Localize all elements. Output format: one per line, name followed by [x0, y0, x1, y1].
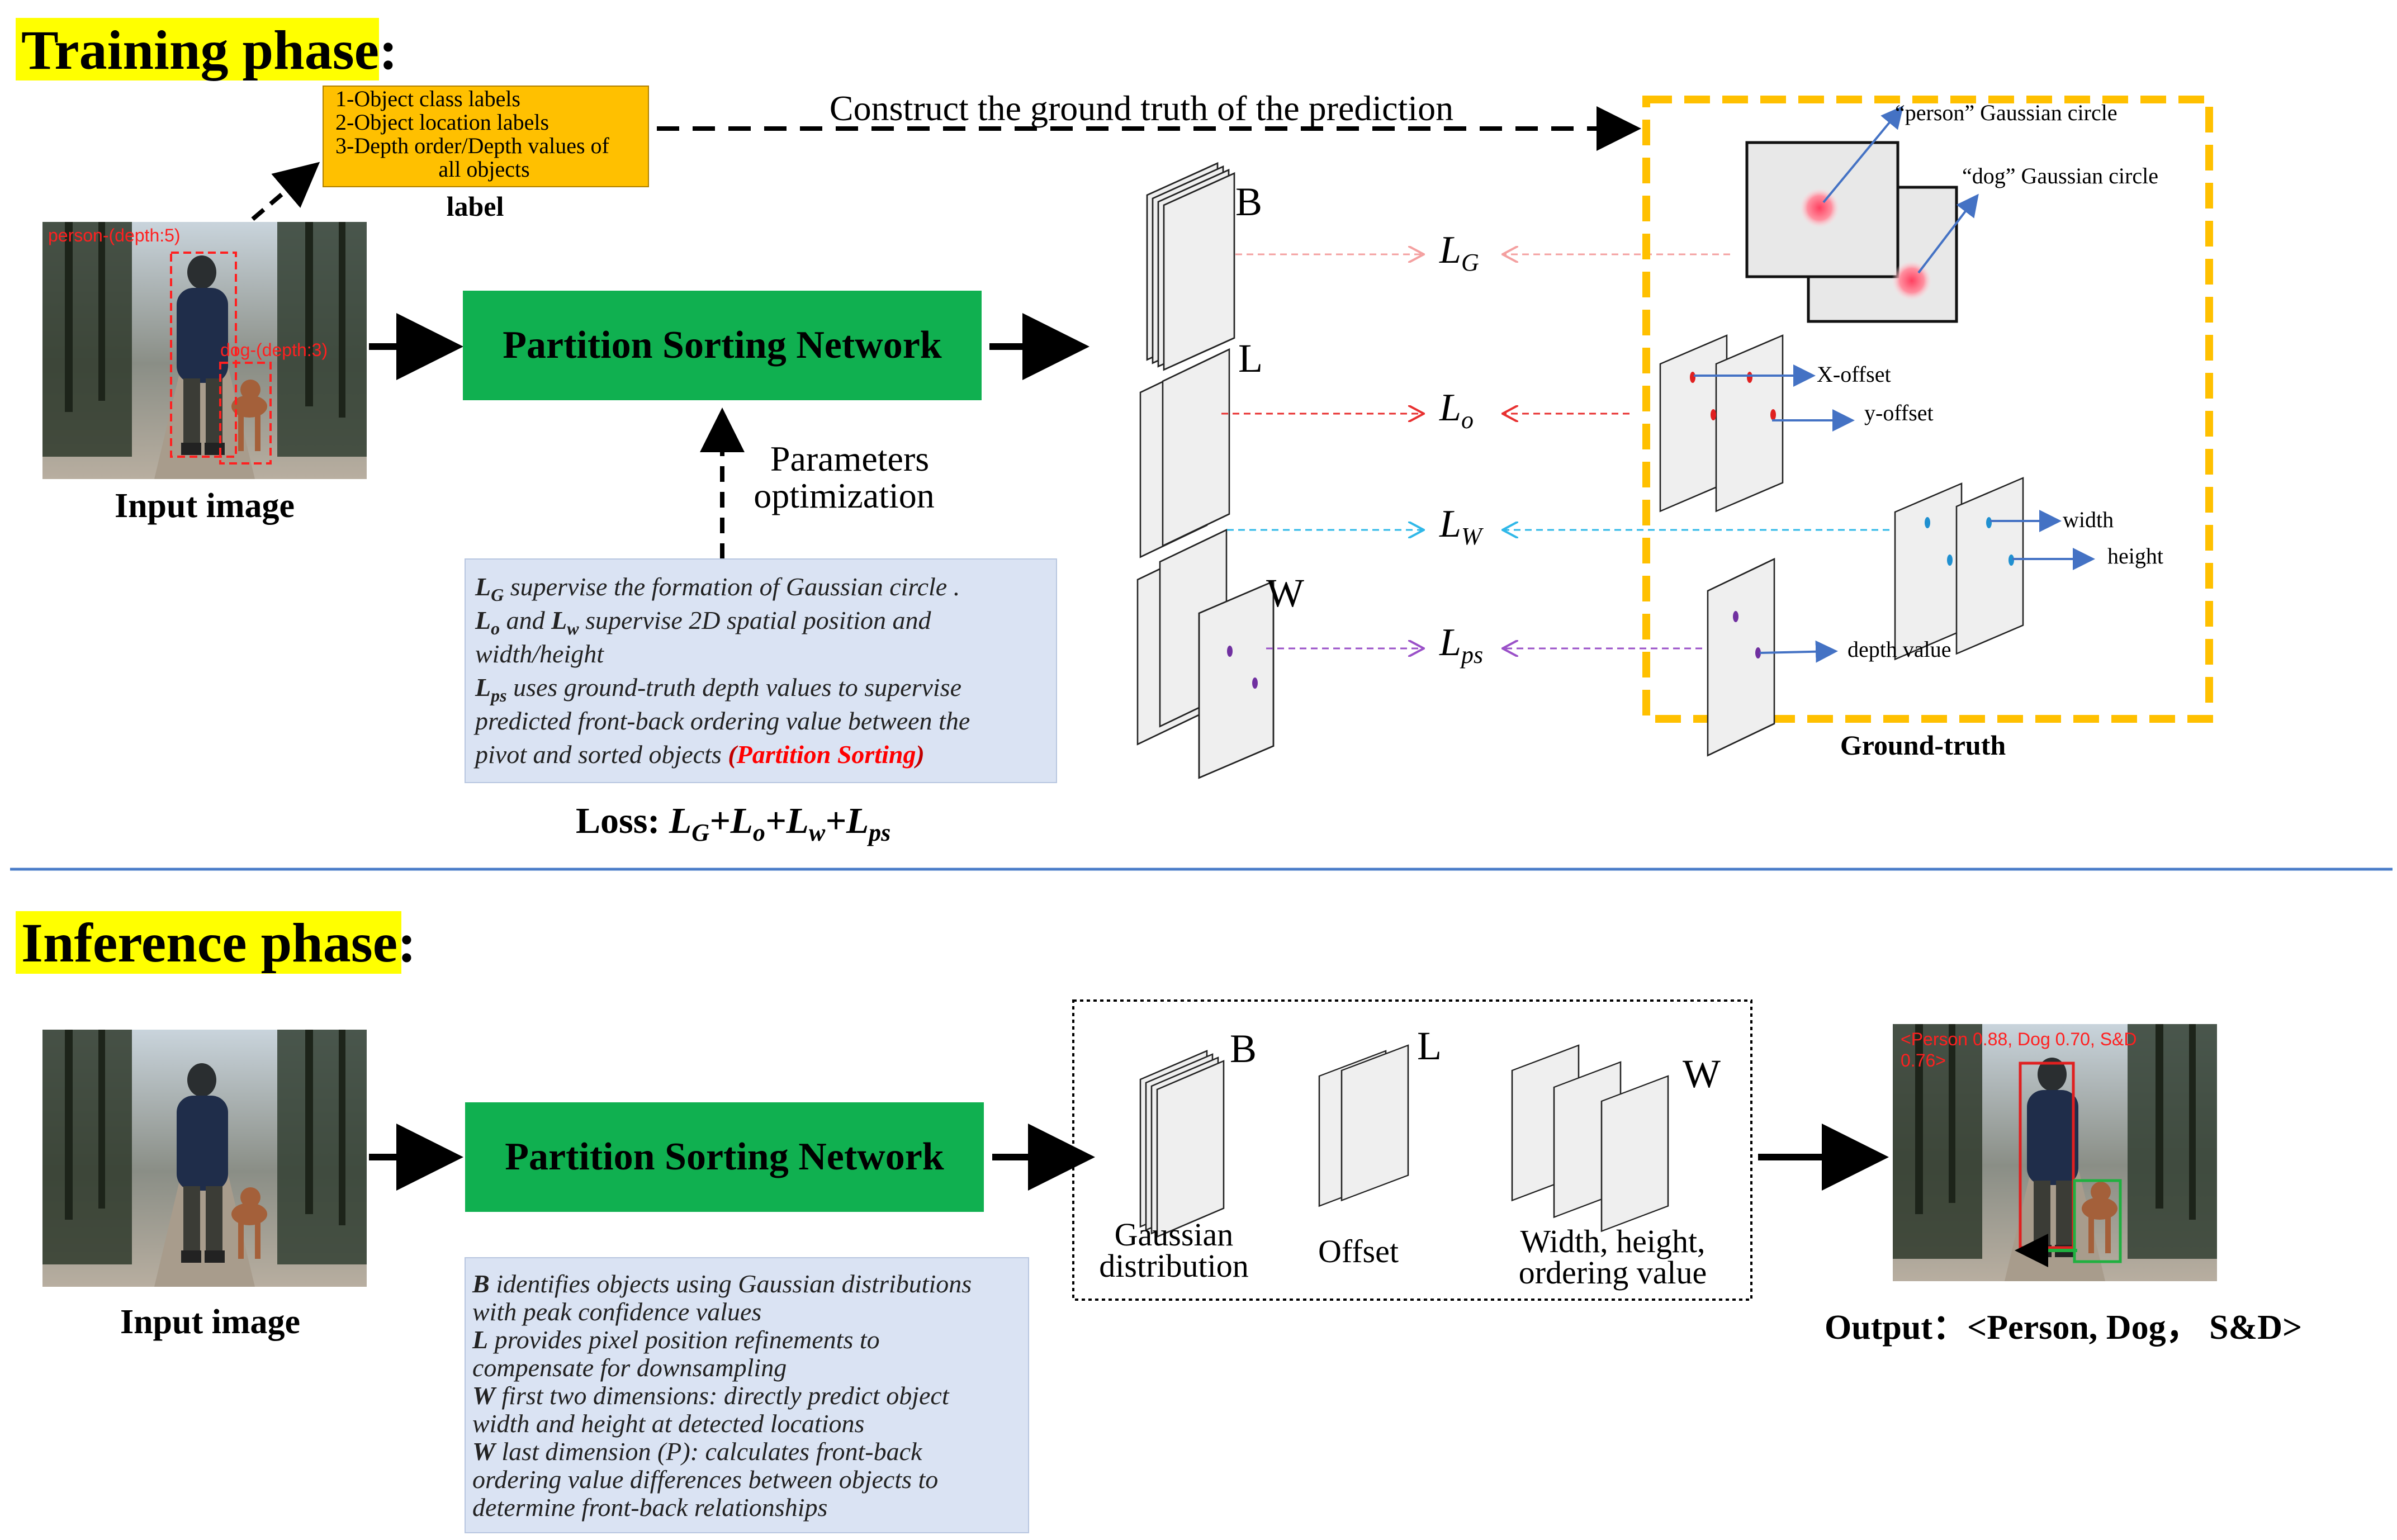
- width-height-maps: width height: [1894, 477, 2163, 660]
- inference-phase-title: Inference phase:: [21, 912, 416, 974]
- training-map-w-letter: W: [1266, 571, 1304, 615]
- training-map-w: W: [1136, 529, 1304, 779]
- whv-caption-2: ordering value: [1519, 1254, 1707, 1291]
- gaussian-caption-1: Gaussian: [1115, 1216, 1234, 1253]
- training-map-l-letter: L: [1238, 336, 1263, 381]
- inference-input-photo: [42, 1030, 367, 1287]
- depth-map: depth value: [1707, 558, 1951, 756]
- inference-network-block: Partition Sorting Network: [465, 1102, 984, 1212]
- whv-caption-1: Width, height,: [1520, 1223, 1705, 1259]
- training-map-b-letter: B: [1235, 179, 1262, 224]
- training-network-block: Partition Sorting Network: [463, 291, 982, 400]
- height-label: height: [2107, 543, 2163, 568]
- inference-map-b-letter: B: [1230, 1026, 1257, 1071]
- training-network-label: Partition Sorting Network: [503, 324, 942, 367]
- inference-note-line-5: W first two dimensions: directly predict…: [472, 1381, 950, 1410]
- inference-input-caption: Input image: [120, 1303, 300, 1341]
- inference-note-line-4: compensate for downsampling: [472, 1353, 787, 1382]
- inference-maps-frame: B L W Gaussian distribution Offset Width…: [1072, 999, 1752, 1301]
- ground-truth-caption: Ground-truth: [1840, 729, 2006, 761]
- inference-note-line-2: with peak confidence values: [472, 1297, 761, 1326]
- construct-ground-truth-text: Construct the ground truth of the predic…: [830, 88, 1453, 128]
- offset-maps: X-offset y-offset: [1659, 334, 1934, 512]
- note-line-4: Lps uses ground-truth depth values to su…: [475, 673, 961, 705]
- photo-to-label-arrow: [251, 162, 320, 221]
- output-tag-line-2: 0.76>: [1901, 1050, 1946, 1070]
- width-label: width: [2063, 507, 2114, 532]
- output-tag-line-1: <Person 0.88, Dog 0.70, S&D: [1901, 1029, 2137, 1049]
- gaussian-circle-maps: “person” Gaussian circle “dog” Gaussian …: [1745, 100, 2158, 323]
- gaussian-caption-2: distribution: [1099, 1248, 1248, 1284]
- offset-caption: Offset: [1318, 1233, 1399, 1269]
- inference-phase-highlight: [16, 911, 401, 974]
- ground-truth-frame: Ground-truth: [1642, 96, 2213, 761]
- inference-note-line-1: B identifies objects using Gaussian dist…: [472, 1269, 972, 1298]
- training-notes-box: LG supervise the formation of Gaussian c…: [465, 558, 1057, 783]
- optimization-text: optimization: [754, 476, 935, 515]
- dog-gaussian-label: “dog” Gaussian circle: [1962, 163, 2158, 188]
- loss-lg: LG: [1439, 229, 1479, 276]
- dog-gaussian-blob: [1892, 260, 1932, 301]
- loss-formula: Loss: LG+Lo+Lw+Lps: [576, 800, 890, 846]
- depth-value-label: depth value: [1848, 637, 1951, 662]
- loss-lw: LW: [1439, 503, 1484, 550]
- label-line-4: all objects: [438, 157, 529, 182]
- inference-note-line-6: width and height at detected locations: [472, 1409, 864, 1438]
- inference-map-w-letter: W: [1683, 1051, 1721, 1096]
- training-section: Training phase: 1-Object class labels 2-…: [16, 18, 2213, 846]
- label-line-2: 2-Object location labels: [335, 110, 549, 135]
- person-depth-tag: person-(depth:5): [48, 225, 181, 245]
- output-photo: <Person 0.88, Dog 0.70, S&D 0.76>: [1893, 1024, 2217, 1281]
- y-offset-label: y-offset: [1864, 400, 1934, 425]
- training-input-photo: person-(depth:5) dog-(depth:3): [42, 222, 367, 479]
- inference-network-label: Partition Sorting Network: [505, 1135, 944, 1178]
- note-line-6: pivot and sorted objects (Partition Sort…: [473, 740, 925, 769]
- person-gaussian-label: “person” Gaussian circle: [1895, 100, 2117, 125]
- note-line-2: Lo and Lw supervise 2D spatial position …: [475, 606, 932, 638]
- label-caption: label: [447, 191, 504, 222]
- training-phase-title: Training phase:: [21, 19, 397, 81]
- label-line-1: 1-Object class labels: [335, 86, 520, 111]
- label-line-3: 3-Depth order/Depth values of: [335, 133, 610, 158]
- x-offset-label: X-offset: [1817, 362, 1891, 387]
- inference-note-line-3: L provides pixel position refinements to: [472, 1325, 880, 1354]
- training-input-caption: Input image: [115, 487, 295, 525]
- training-map-l: L: [1139, 336, 1263, 558]
- note-line-5: predicted front-back ordering value betw…: [473, 707, 970, 735]
- inference-map-l-letter: L: [1417, 1023, 1442, 1068]
- loss-lps: Lps: [1439, 621, 1483, 669]
- dog-depth-tag: dog-(depth:3): [220, 340, 328, 360]
- inference-notes-box: B identifies objects using Gaussian dist…: [465, 1257, 1029, 1533]
- inference-note-line-9: determine front-back relationships: [472, 1493, 827, 1522]
- inference-note-line-7: W last dimension (P): calculates front-b…: [472, 1437, 923, 1466]
- parameters-text: Parameters: [770, 439, 929, 478]
- training-map-b: B: [1146, 162, 1262, 371]
- inference-section: Inference phase: Input image Partition S…: [16, 911, 2302, 1533]
- note-line-1: LG supervise the formation of Gaussian c…: [475, 572, 960, 605]
- person-gaussian-blob: [1799, 188, 1840, 228]
- training-phase-highlight: [16, 18, 379, 80]
- label-box: 1-Object class labels 2-Object location …: [323, 86, 649, 222]
- output-caption: Output：<Person, Dog， S&D>: [1825, 1309, 2302, 1347]
- note-line-3: width/height: [475, 639, 604, 668]
- loss-lo: Lo: [1439, 386, 1474, 434]
- inference-note-line-8: ordering value differences between objec…: [472, 1465, 938, 1494]
